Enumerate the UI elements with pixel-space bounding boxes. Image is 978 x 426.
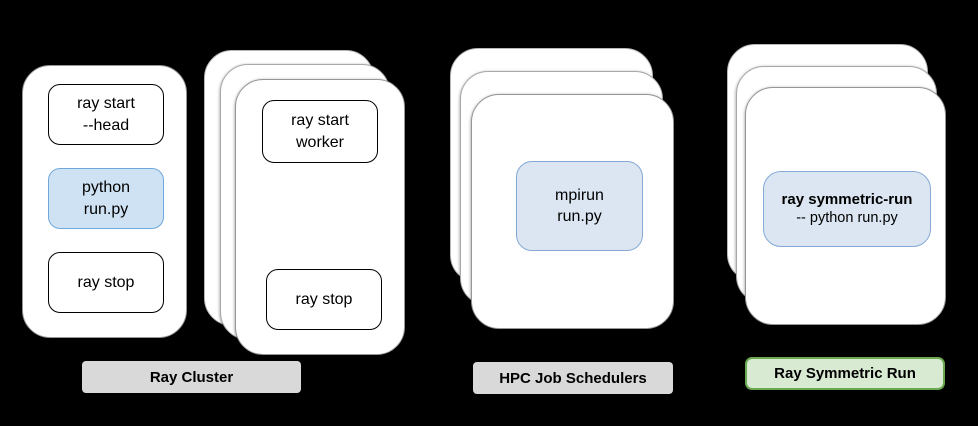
command-line: mpirun [555,186,604,204]
command-line: --head [82,116,130,134]
command-line: python [81,179,131,197]
command-box-ray-start-head: ray start --head [48,84,164,145]
hpc-job-schedulers-label: HPC Job Schedulers [473,362,673,394]
command-line: ray start [77,95,135,113]
command-box-ray-symmetric-run: ray symmetric-run -- python run.py [763,171,931,247]
command-line: ray start [291,112,349,130]
command-box-mpirun: mpirun run.py [516,161,643,251]
hpc-node-card-front: mpirun run.py [471,94,674,329]
command-line: ray stop [295,290,353,308]
command-box-ray-stop-head: ray stop [48,252,164,313]
ray-cluster-label: Ray Cluster [82,361,301,393]
command-box-python-run: python run.py [48,168,164,229]
symmetric-run-node-card-front: ray symmetric-run -- python run.py [745,87,946,325]
command-line: run.py [557,208,602,225]
ray-symmetric-run-label: Ray Symmetric Run [745,357,945,390]
head-node-card: ray start --head python run.py ray stop [22,65,187,338]
command-box-ray-start-worker: ray start worker [262,100,378,163]
command-box-ray-stop-worker: ray stop [266,269,382,330]
command-line: worker [295,133,344,151]
command-line-bold: ray symmetric-run [781,190,913,208]
command-line: -- python run.py [796,210,898,227]
worker-node-card-front: ray start worker ray stop [235,79,405,355]
command-line: ray stop [77,273,135,291]
command-line: run.py [83,200,129,218]
